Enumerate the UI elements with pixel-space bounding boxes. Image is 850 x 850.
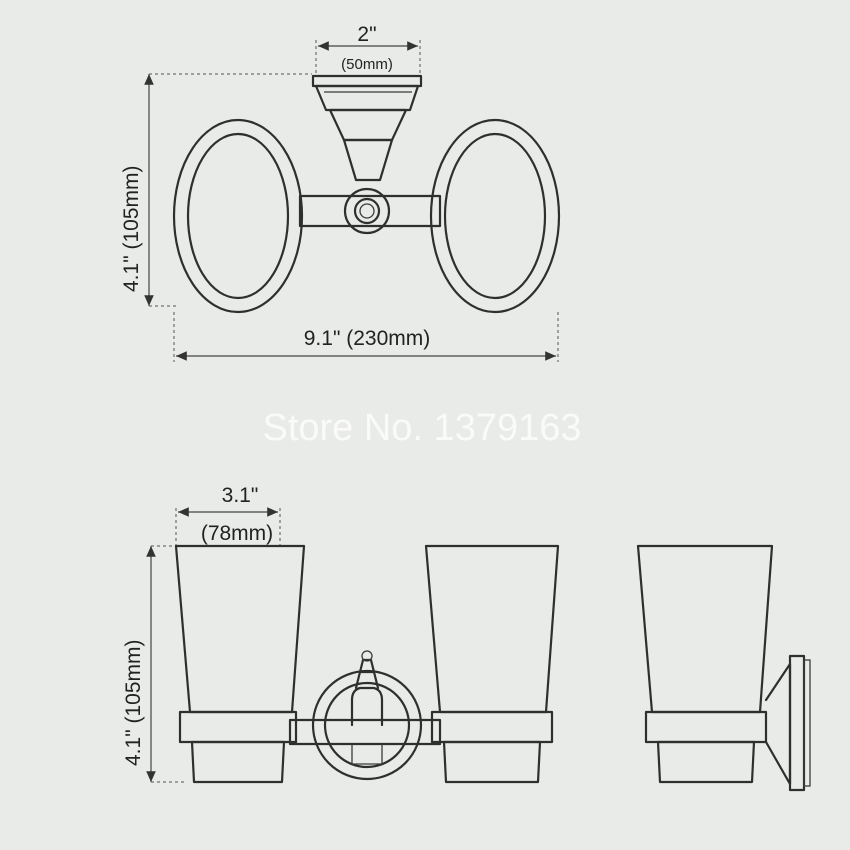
top-height-label: 4.1" (105mm)	[120, 166, 143, 293]
front-height-label: 4.1" (105mm)	[122, 640, 145, 767]
cross-bar-top	[298, 187, 442, 235]
store-watermark: Store No. 1379163	[262, 407, 581, 449]
left-ring	[172, 118, 304, 314]
front-height-dimension: 4.1" (105mm)	[122, 545, 184, 783]
center-mount-front	[288, 650, 442, 781]
front-view: 3.1" (78mm) 4.1" (105mm)	[122, 484, 811, 792]
total-width-dimension: 9.1" (230mm)	[173, 312, 559, 362]
cup-width-mm: (78mm)	[201, 522, 273, 545]
mount-width-dimension: 2" (50mm)	[315, 23, 421, 76]
cup-width-dimension: 3.1" (78mm)	[175, 484, 281, 546]
total-width-label: 9.1" (230mm)	[304, 327, 431, 350]
cup-width-label: 3.1"	[222, 484, 259, 507]
middle-cup	[424, 544, 560, 784]
top-view: 2" (50mm)	[120, 23, 561, 362]
wall-mount-top	[311, 74, 423, 182]
mount-width-mm: (50mm)	[341, 56, 393, 73]
right-ring	[429, 118, 561, 314]
top-height-dimension: 4.1" (105mm)	[120, 73, 312, 307]
left-cup	[174, 544, 306, 784]
mount-width-label: 2"	[357, 23, 376, 46]
side-view-cup	[636, 544, 811, 792]
